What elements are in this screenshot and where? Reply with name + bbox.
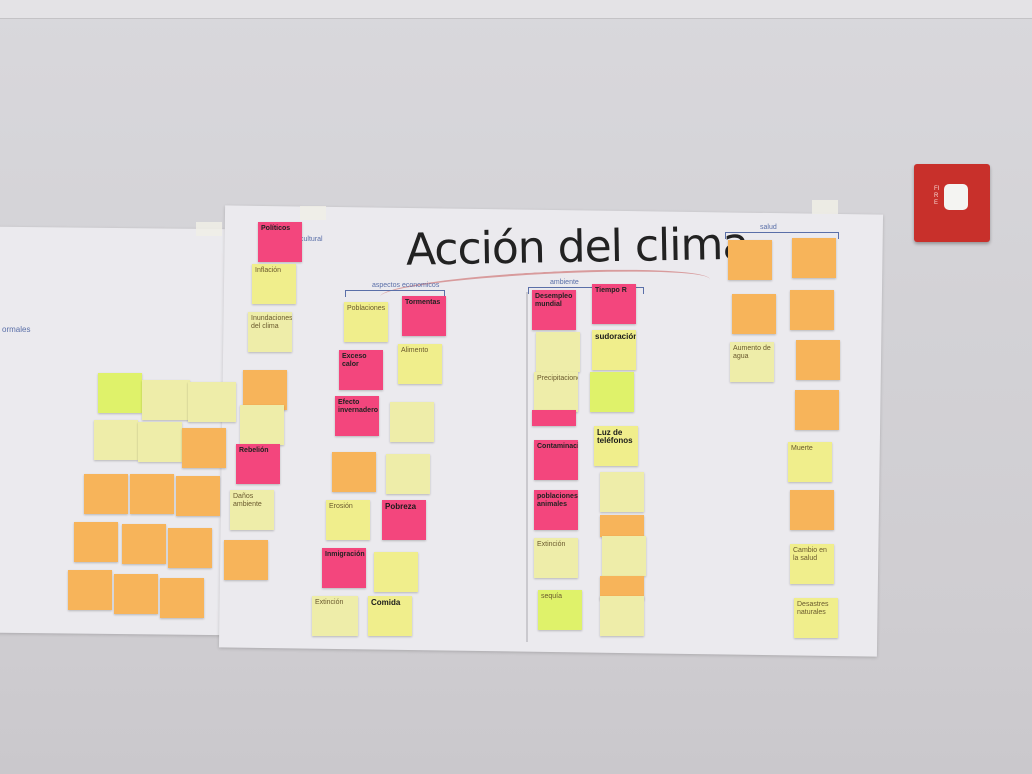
sticky-note [68, 570, 112, 610]
sticky-note [536, 332, 580, 372]
sticky-note: Rebelión [236, 444, 280, 484]
sticky-note [94, 420, 138, 460]
sticky-note [114, 574, 158, 614]
sticky-note [532, 410, 576, 426]
sticky-note [590, 372, 634, 412]
sticky-note: Tiempo R [592, 284, 636, 324]
sticky-note [182, 428, 226, 468]
sticky-note [386, 454, 430, 494]
column-bracket [725, 232, 839, 239]
sticky-note: poblaciones animales [534, 490, 578, 530]
sticky-note: Tormentas [402, 296, 446, 336]
paper-fold [526, 292, 528, 642]
sticky-note [374, 552, 418, 592]
column-bracket [528, 287, 644, 294]
sticky-note [795, 390, 839, 430]
sticky-note: Efecto invernadero [335, 396, 379, 436]
sticky-note [160, 578, 204, 618]
sticky-note [390, 402, 434, 442]
sticky-note: Inundaciones del clima [248, 312, 292, 352]
sticky-note: sudoración [592, 330, 636, 370]
tape [300, 206, 326, 220]
sticky-note: Contaminación [534, 440, 578, 480]
tape [196, 222, 222, 236]
sticky-note [224, 540, 268, 580]
sticky-note [240, 405, 284, 445]
sticky-note [84, 474, 128, 514]
sticky-note: Extinción [534, 538, 578, 578]
sticky-note [602, 536, 646, 576]
sticky-note [98, 373, 142, 413]
tape [812, 200, 838, 214]
side-label: ormales [2, 325, 31, 334]
sticky-note [728, 240, 772, 280]
sticky-note: Muerte [788, 442, 832, 482]
column-label: aspectos economicos [372, 282, 440, 289]
sticky-note: Erosión [326, 500, 370, 540]
sticky-note: Aumento de agua [730, 342, 774, 382]
sticky-note: Cambio en la salud [790, 544, 834, 584]
sticky-note: Poblaciones [344, 302, 388, 342]
sticky-note: Pobreza [382, 500, 426, 540]
sticky-note [74, 522, 118, 562]
sticky-note [792, 238, 836, 278]
sticky-note [790, 490, 834, 530]
sticky-note [168, 528, 212, 568]
sticky-note [176, 476, 220, 516]
sticky-note: Desastres naturales [794, 598, 838, 638]
fire-alarm-label: FIRE [934, 186, 940, 206]
sticky-note: Desempleo mundial [532, 290, 576, 330]
sticky-note: Políticos [258, 222, 302, 262]
sticky-note: Daños ambiente [230, 490, 274, 530]
sticky-note [796, 340, 840, 380]
sticky-note [790, 290, 834, 330]
column-label: cultural [300, 236, 323, 243]
column-bracket [345, 290, 445, 297]
sticky-note [600, 596, 644, 636]
fire-alarm-strobe-icon: FIRE [914, 164, 990, 242]
sticky-note: Comida [368, 596, 412, 636]
strobe-lens [944, 184, 968, 210]
ceiling [0, 0, 1032, 19]
sticky-note: Exceso calor [339, 350, 383, 390]
sticky-note: Luz de teléfonos [594, 426, 638, 466]
sticky-note [600, 472, 644, 512]
sticky-note [130, 474, 174, 514]
sticky-note [332, 452, 376, 492]
column-label: ambiente [550, 279, 579, 286]
sticky-note: Inmigración [322, 548, 366, 588]
sticky-note [122, 524, 166, 564]
sticky-note [732, 294, 776, 334]
sticky-note: sequía [538, 590, 582, 630]
sticky-note [138, 422, 182, 462]
sticky-note [243, 370, 287, 410]
sticky-note [188, 382, 236, 422]
sticky-note: Precipitaciones [534, 372, 578, 412]
sticky-note: Inflación [252, 264, 296, 304]
sticky-note [600, 515, 644, 537]
sticky-note: Extinción [312, 596, 358, 636]
sticky-note [142, 380, 190, 420]
sticky-note: Alimento [398, 344, 442, 384]
column-label: salud [760, 224, 777, 231]
